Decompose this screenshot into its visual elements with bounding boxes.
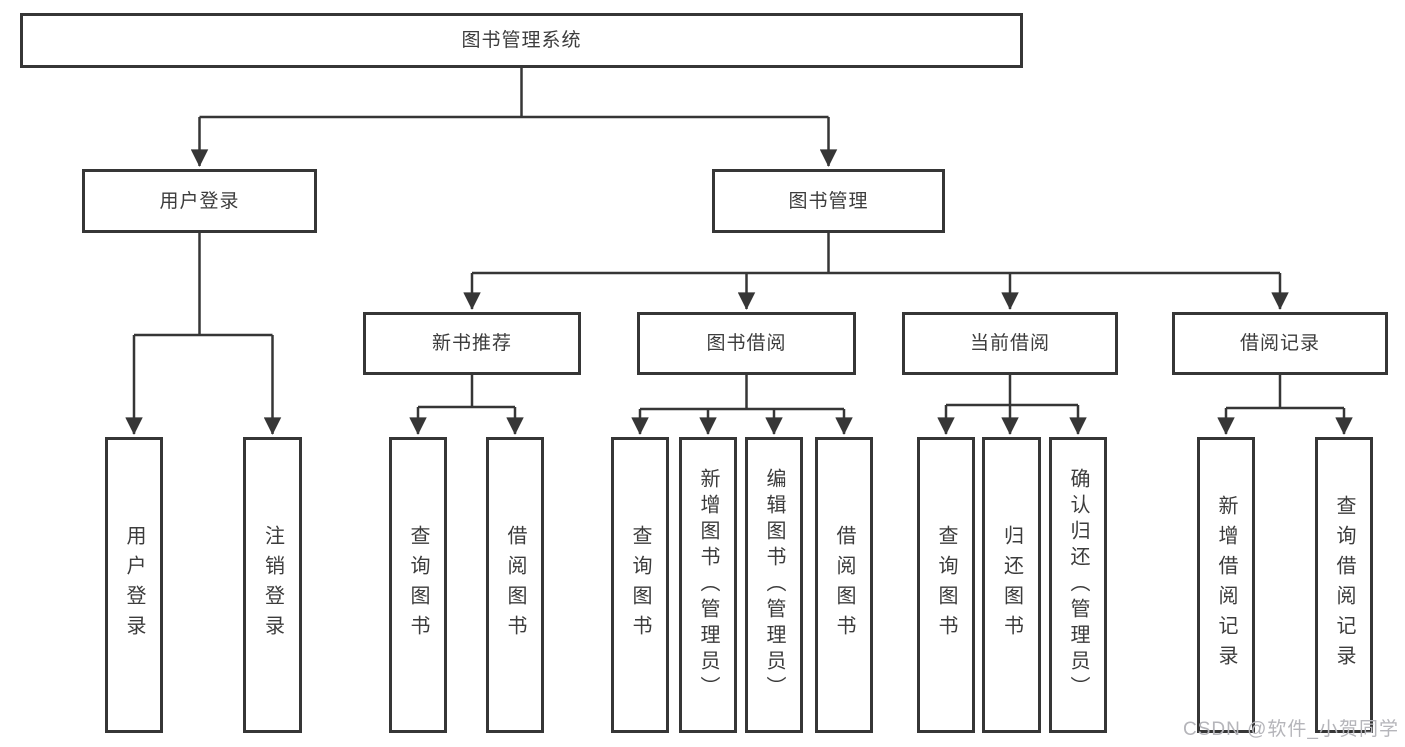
leaf-return-book-label: 归还图书: [1000, 525, 1023, 645]
node-borrow-records-label: 借阅记录: [1239, 333, 1320, 354]
leaf-add-book-admin: 新增图书（管理员）: [679, 437, 737, 733]
leaf-logout-label: 注销登录: [261, 525, 284, 645]
node-book-management-label: 图书管理: [788, 190, 869, 212]
leaf-borrow-book-label: 借阅图书: [833, 525, 855, 645]
leaf-borrow-book-recommend-label: 借阅图书: [504, 525, 526, 645]
node-current-borrowing: 当前借阅: [902, 312, 1118, 375]
leaf-query-book-current: 查询图书: [917, 437, 975, 733]
leaf-borrow-book-recommend: 借阅图书: [486, 437, 544, 733]
leaf-query-book-recommend: 查询图书: [389, 437, 447, 733]
leaf-confirm-return-admin: 确认归还（管理员）: [1049, 437, 1107, 733]
node-new-book-recommend: 新书推荐: [363, 312, 581, 375]
node-root-label: 图书管理系统: [461, 30, 582, 51]
leaf-add-borrow-record-label: 新增借阅记录: [1215, 495, 1237, 675]
leaf-user-login: 用户登录: [105, 437, 163, 733]
leaf-edit-book-admin-label: 编辑图书（管理员）: [763, 468, 785, 702]
leaf-edit-book-admin: 编辑图书（管理员）: [745, 437, 803, 733]
leaf-query-book-recommend-label: 查询图书: [407, 525, 429, 645]
csdn-watermark: CSDN @软件_小贺同学: [1183, 719, 1399, 740]
leaf-query-book-borrowing-label: 查询图书: [629, 525, 651, 645]
leaf-borrow-book: 借阅图书: [815, 437, 873, 733]
leaf-query-borrow-record: 查询借阅记录: [1315, 437, 1373, 733]
leaf-query-book-current-label: 查询图书: [935, 525, 957, 645]
node-book-borrowing-label: 图书借阅: [706, 333, 787, 354]
node-user-login: 用户登录: [82, 169, 317, 233]
leaf-logout: 注销登录: [243, 437, 302, 733]
node-borrow-records: 借阅记录: [1172, 312, 1388, 375]
leaf-query-borrow-record-label: 查询借阅记录: [1333, 495, 1355, 675]
leaf-add-borrow-record: 新增借阅记录: [1197, 437, 1255, 733]
node-book-management: 图书管理: [712, 169, 945, 233]
leaf-user-login-label: 用户登录: [123, 525, 145, 645]
leaf-return-book: 归还图书: [982, 437, 1041, 733]
node-user-login-label: 用户登录: [159, 190, 240, 212]
node-root: 图书管理系统: [20, 13, 1023, 68]
leaf-add-book-admin-label: 新增图书（管理员）: [697, 468, 719, 702]
leaf-query-book-borrowing: 查询图书: [611, 437, 669, 733]
leaf-confirm-return-admin-label: 确认归还（管理员）: [1067, 468, 1089, 702]
node-current-borrowing-label: 当前借阅: [969, 333, 1050, 354]
node-new-book-recommend-label: 新书推荐: [431, 333, 512, 354]
node-book-borrowing: 图书借阅: [637, 312, 856, 375]
